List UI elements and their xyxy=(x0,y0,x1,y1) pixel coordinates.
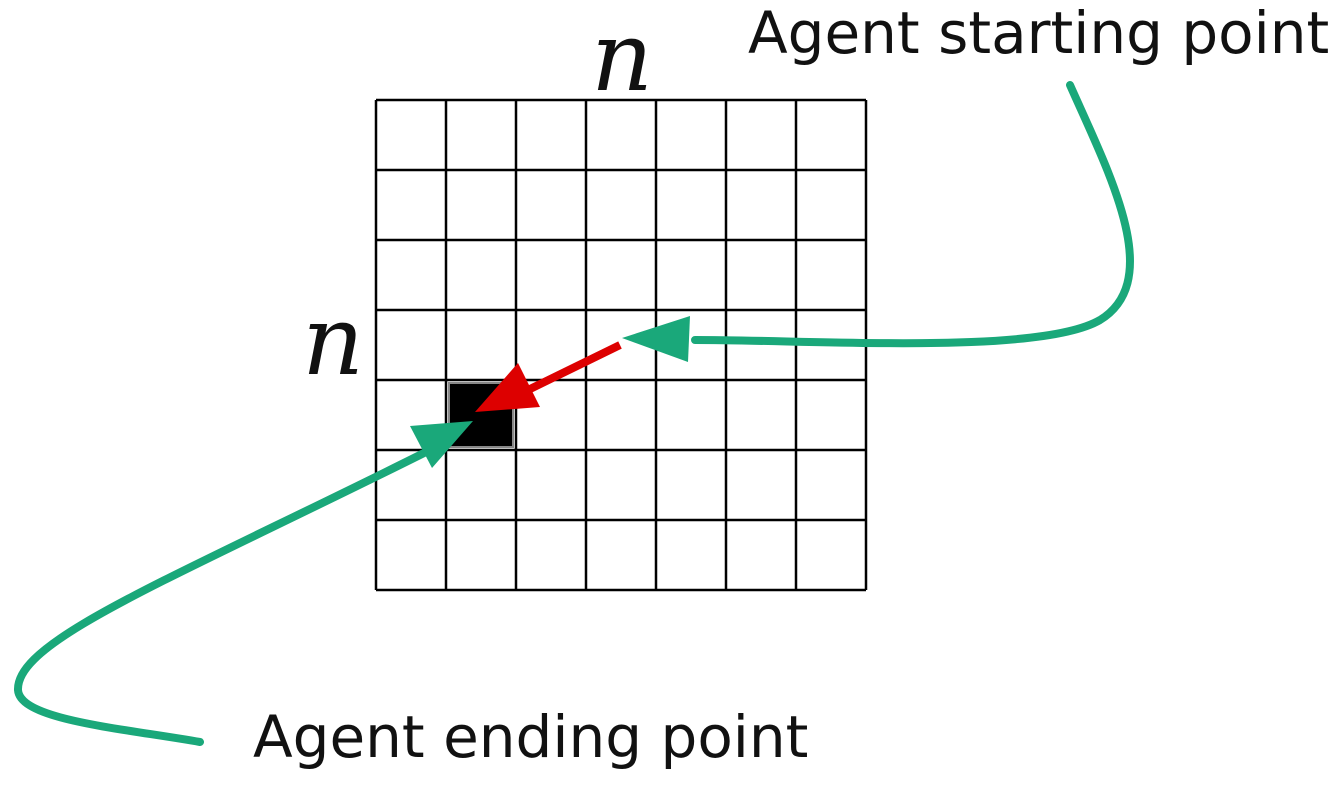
end-point-label: Agent ending point xyxy=(253,703,808,771)
start-point-label: Agent starting point xyxy=(748,0,1329,67)
grid xyxy=(374,98,868,592)
end-callout-arrowhead xyxy=(410,421,473,468)
grid-height-label: n xyxy=(302,285,364,397)
start-callout-arrowhead xyxy=(622,316,690,362)
agent-move-arrowhead xyxy=(475,363,540,412)
end-callout-arrow xyxy=(13,446,434,746)
agent-move-arrow xyxy=(526,341,622,394)
grid-width-label: n xyxy=(591,1,653,113)
start-callout-arrow xyxy=(691,81,1134,348)
